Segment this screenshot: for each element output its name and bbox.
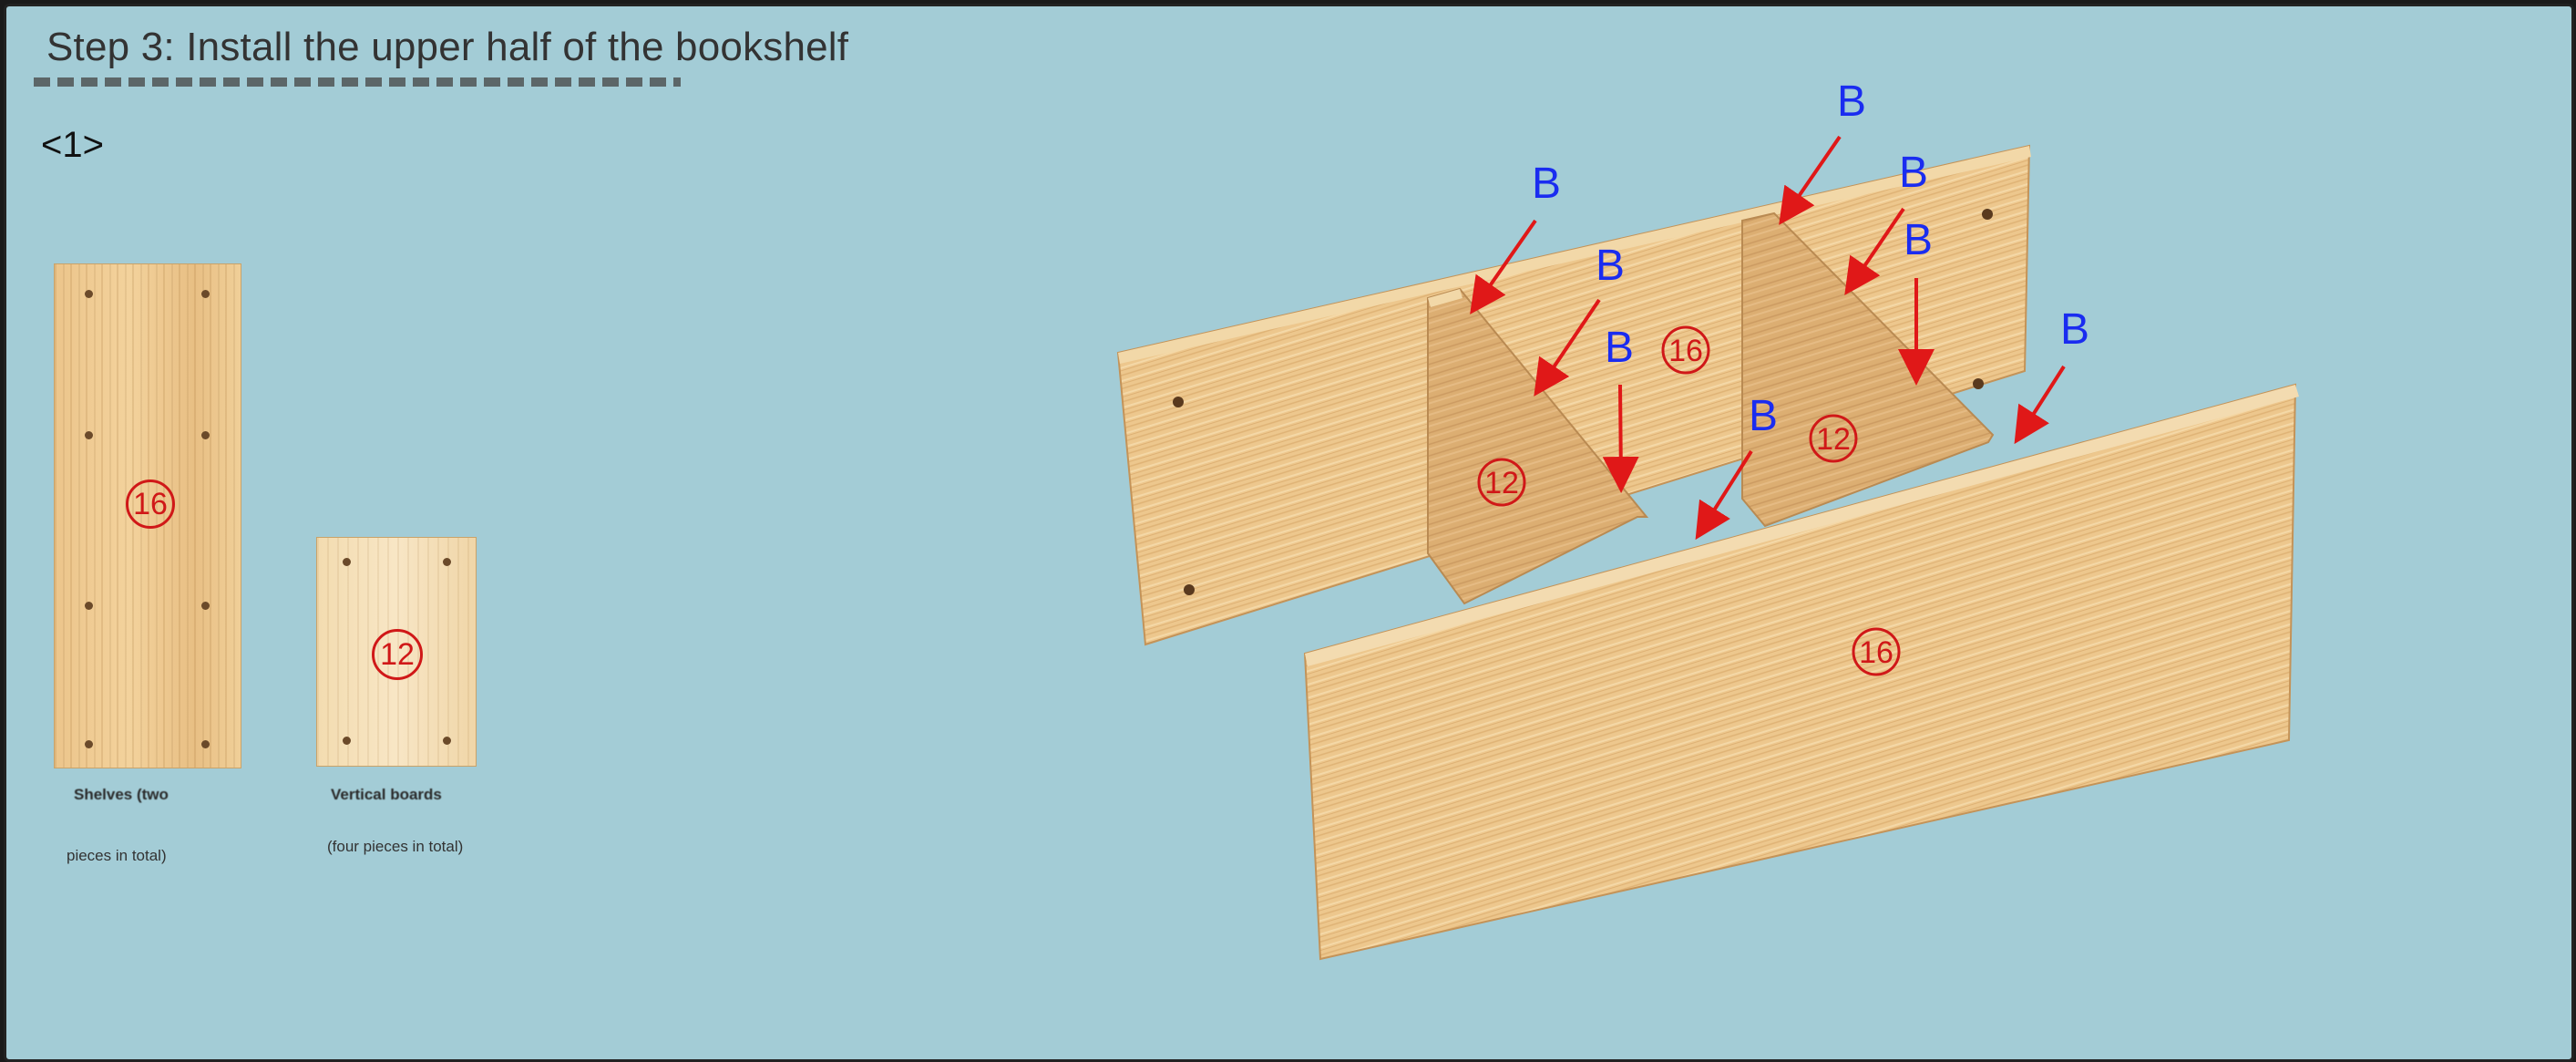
connector-arrow: [2020, 366, 2064, 435]
connector-label: B: [1899, 149, 1928, 197]
connector-label: B: [1837, 77, 1866, 126]
part-number-text: 16: [1859, 635, 1894, 670]
screw-hole: [1173, 397, 1184, 407]
connector-label: B: [2060, 305, 2089, 354]
instruction-frame: Step 3: Install the upper half of the bo…: [4, 4, 2574, 1062]
connector-label: B: [1749, 392, 1778, 440]
part-number-text: 12: [1484, 466, 1519, 500]
connector-label: B: [1904, 216, 1933, 264]
part-number-text: 12: [1816, 422, 1851, 457]
connector-label: B: [1605, 324, 1634, 372]
screw-hole: [1184, 584, 1195, 595]
connector-label: B: [1596, 242, 1625, 290]
screw-hole: [1982, 209, 1993, 220]
screw-hole: [1973, 378, 1984, 389]
connector-label: B: [1532, 160, 1561, 208]
part-number-text: 16: [1668, 334, 1703, 368]
connector-arrow: [1620, 385, 1621, 482]
